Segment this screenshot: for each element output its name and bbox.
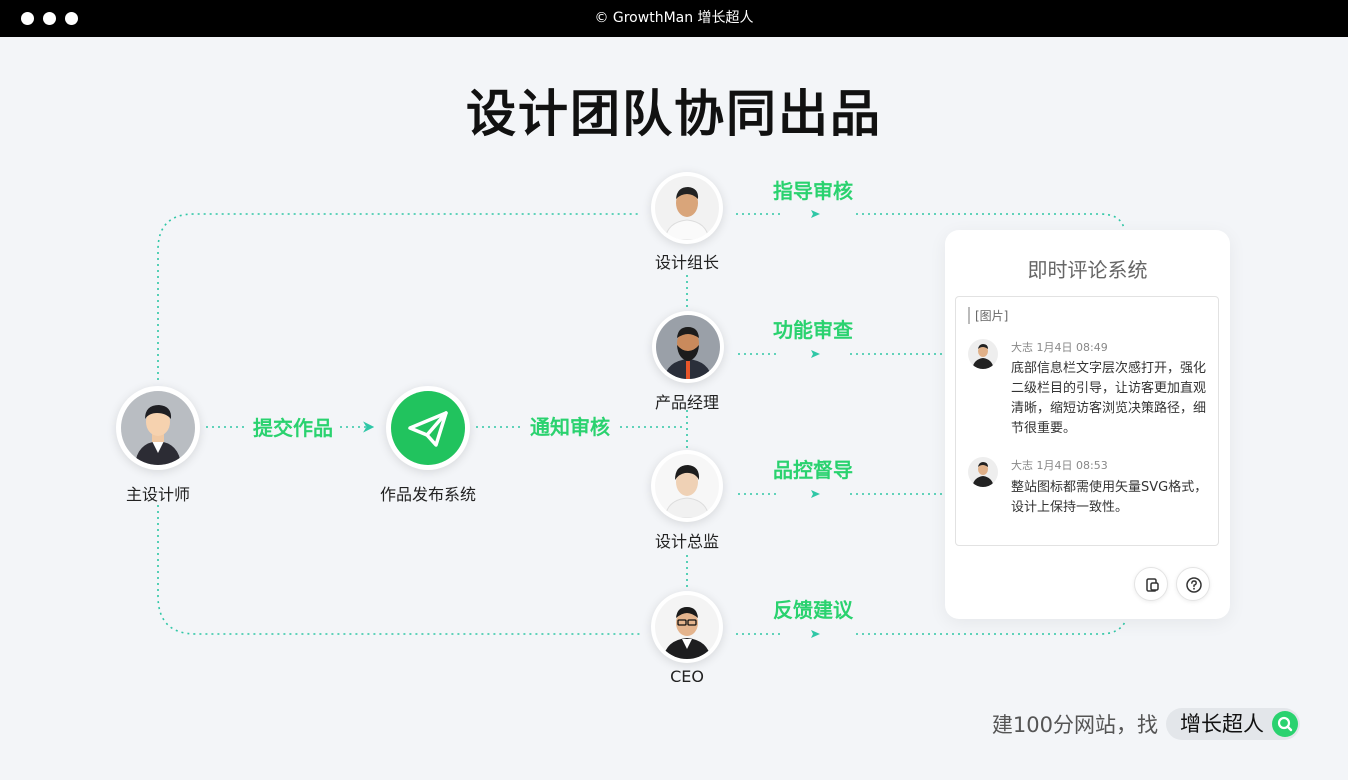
publish-system-node[interactable] [386, 386, 470, 470]
pm-label: 产品经理 [654, 393, 719, 412]
window-dot[interactable] [65, 12, 78, 25]
window-titlebar: © GrowthMan 增长超人 [0, 0, 1348, 37]
pm-avatar-image [656, 315, 720, 379]
footer-cta: 建100分网站，找 增长超人 [992, 708, 1300, 740]
ceo-avatar[interactable] [651, 591, 723, 663]
comment-avatar [968, 457, 998, 487]
comment-author: 大志 [1011, 341, 1033, 354]
window-dot[interactable] [21, 12, 34, 25]
edge-label-quality: 品控督导 [769, 454, 857, 483]
lead-avatar[interactable] [651, 172, 723, 244]
lead-avatar-image [655, 176, 719, 240]
edge-label-notify: 通知审核 [526, 411, 614, 440]
ceo-label: CEO [670, 667, 704, 686]
comment-panel-title: 即时评论系统 [1027, 258, 1148, 282]
copy-icon [1146, 578, 1159, 592]
comment-list: [图片] 大志 1月4日 08:49 底部信息栏文字层次感打开，强化二级栏目的引… [955, 296, 1219, 546]
pm-avatar[interactable] [652, 311, 724, 383]
publish-system-label: 作品发布系统 [379, 485, 476, 504]
director-avatar[interactable] [651, 450, 723, 522]
edge-label-feedback: 反馈建议 [769, 594, 857, 623]
director-avatar-image [655, 454, 719, 518]
lead-label: 设计组长 [654, 253, 719, 272]
designer-avatar[interactable] [116, 386, 200, 470]
comment-date: 1月4日 [1036, 459, 1073, 472]
designer-label: 主设计师 [125, 485, 190, 504]
copy-button[interactable] [1134, 567, 1168, 601]
image-tag: [图片] [968, 307, 1008, 324]
brand-name: 增长超人 [1180, 712, 1264, 736]
ceo-avatar-image [655, 595, 719, 659]
edge-label-submit: 提交作品 [249, 412, 337, 441]
help-icon [1186, 577, 1202, 593]
footer-text: 建100分网站，找 [991, 713, 1158, 737]
comment-time: 08:49 [1076, 341, 1108, 354]
comment-text: 底部信息栏文字层次感打开，强化二级栏目的引导，让访客更加直观清晰，缩短访客浏览决… [1011, 361, 1207, 436]
comment-date: 1月4日 [1036, 341, 1073, 354]
page-title: 设计团队协同出品 [466, 85, 882, 143]
comment-meta: 大志 1月4日 08:53 [1011, 457, 1108, 473]
help-button[interactable] [1176, 567, 1210, 601]
window-dot[interactable] [43, 12, 56, 25]
designer-avatar-image [121, 391, 195, 465]
paper-plane-icon [408, 411, 448, 447]
director-label: 设计总监 [654, 532, 719, 551]
comment-author: 大志 [1011, 459, 1033, 472]
brand-search-pill[interactable]: 增长超人 [1166, 708, 1300, 740]
search-icon [1277, 716, 1293, 732]
search-button[interactable] [1272, 711, 1298, 737]
comment-meta: 大志 1月4日 08:49 [1011, 339, 1108, 355]
comment-text: 整站图标都需使用矢量SVG格式，设计上保持一致性。 [1011, 480, 1208, 515]
publish-system-circle [391, 391, 465, 465]
edge-label-guide: 指导审核 [769, 175, 857, 204]
edge-label-function: 功能审查 [769, 314, 857, 343]
comment-avatar [968, 339, 998, 369]
comment-time: 08:53 [1076, 459, 1108, 472]
comment-panel: 即时评论系统 [图片] 大志 1月4日 08:49 底部信息栏文字层次感打开，强… [945, 230, 1230, 619]
window-caption: © GrowthMan 增长超人 [594, 10, 754, 26]
